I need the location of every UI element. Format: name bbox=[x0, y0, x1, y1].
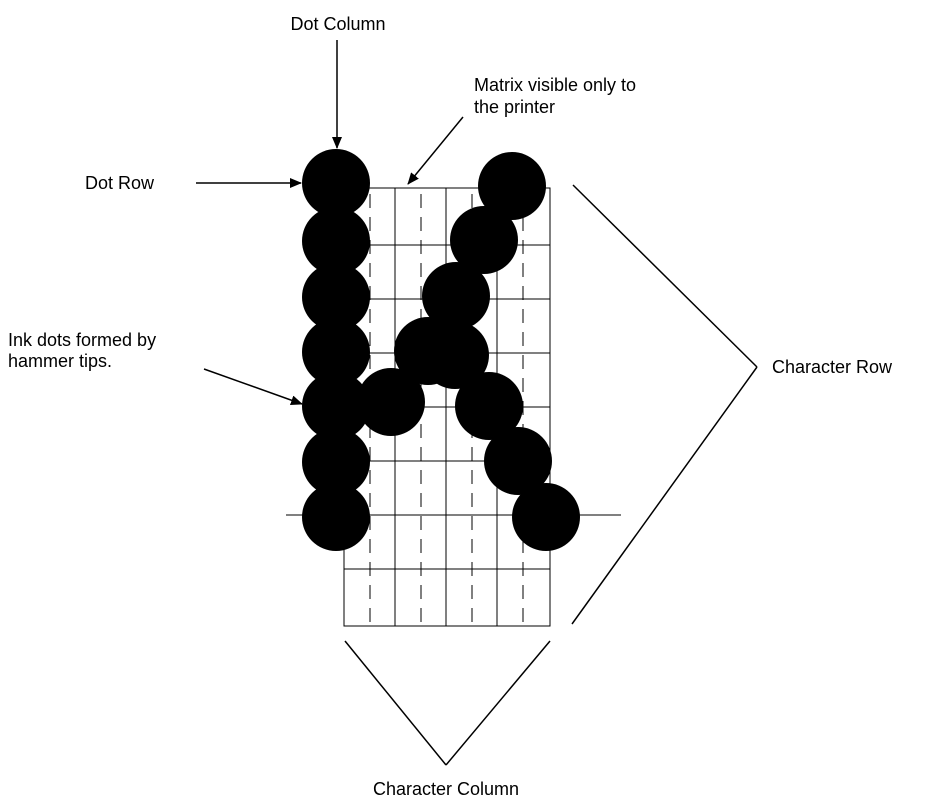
character-row-bracket-lower bbox=[571, 366, 758, 625]
matrix-label-line2: the printer bbox=[474, 97, 555, 117]
matrix-label-line1: Matrix visible only to bbox=[474, 75, 636, 95]
ink-dot bbox=[302, 428, 370, 496]
ink-dot bbox=[302, 263, 370, 331]
character-row-bracket-upper bbox=[572, 184, 758, 368]
labels: Dot Column Matrix visible only to the pr… bbox=[8, 14, 893, 799]
ink-dot bbox=[422, 262, 490, 330]
ink-dot bbox=[302, 483, 370, 551]
ink-dots-arrow bbox=[203, 368, 303, 406]
ink-dot bbox=[302, 207, 370, 275]
character-column-bracket-left bbox=[344, 640, 447, 766]
character-column-bracket-right bbox=[445, 640, 551, 766]
character-column-bracket bbox=[344, 640, 551, 766]
dot-row-label: Dot Row bbox=[85, 173, 155, 193]
ink-dots bbox=[302, 149, 580, 551]
ink-dot bbox=[450, 206, 518, 274]
ink-dots-label-line2: hammer tips. bbox=[8, 351, 112, 371]
character-row-bracket bbox=[571, 184, 758, 625]
ink-dot bbox=[302, 149, 370, 217]
ink-dot bbox=[478, 152, 546, 220]
callout-arrows bbox=[196, 40, 464, 406]
dot-column-label: Dot Column bbox=[290, 14, 385, 34]
ink-dot bbox=[455, 372, 523, 440]
ink-dot bbox=[421, 321, 489, 389]
matrix-arrow bbox=[407, 116, 464, 185]
ink-dot bbox=[512, 483, 580, 551]
character-column-label: Character Column bbox=[373, 779, 519, 799]
ink-dot bbox=[302, 318, 370, 386]
ink-dot bbox=[484, 427, 552, 495]
ink-dot bbox=[357, 368, 425, 436]
ink-dot bbox=[302, 372, 370, 440]
character-row-label: Character Row bbox=[772, 357, 893, 377]
ink-dots-label-line1: Ink dots formed by bbox=[8, 330, 156, 350]
